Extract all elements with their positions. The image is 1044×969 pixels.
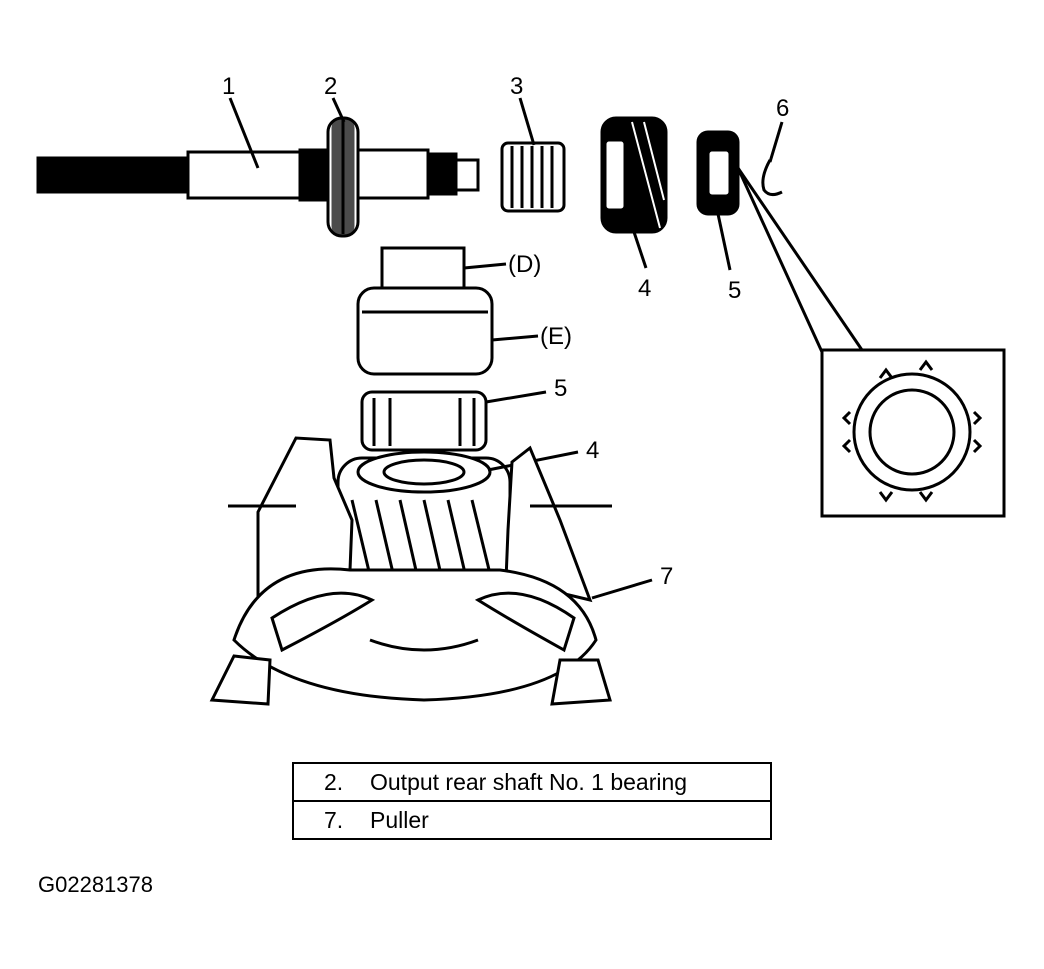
gear-on-puller (336, 450, 512, 590)
callout-5-top: 5 (728, 277, 741, 304)
callout-6: 6 (776, 95, 789, 122)
needle-roller-bearing (500, 141, 566, 213)
legend-table: 2. Output rear shaft No. 1 bearing 7. Pull… (292, 762, 772, 840)
callout-4-middle: 4 (586, 437, 599, 464)
puller (209, 436, 612, 706)
legend-row: 7. Puller (292, 800, 772, 840)
snap-ring (761, 159, 783, 197)
legend-text: Output rear shaft No. 1 bearing (370, 768, 688, 795)
legend-row: 2. Output rear shaft No. 1 bearing (292, 762, 772, 802)
callout-1: 1 (222, 73, 235, 100)
tool-e (356, 286, 494, 376)
callout-4-top: 4 (638, 275, 651, 302)
figure-id: G02281378 (38, 872, 153, 897)
callout-d: (D) (508, 251, 541, 278)
output-rear-shaft-no1-bearing (326, 116, 360, 238)
legend-number: 7. (324, 806, 344, 833)
hub-detail-inset (820, 348, 1006, 518)
gear-top (600, 116, 668, 234)
callout-2: 2 (324, 73, 337, 100)
callout-7: 7 (660, 563, 673, 590)
callout-5-middle: 5 (554, 375, 567, 402)
callout-3: 3 (510, 73, 523, 100)
legend-text: Puller (370, 806, 429, 833)
output-rear-shaft (36, 148, 480, 202)
synchronizer-hub-middle (360, 390, 488, 452)
synchronizer-hub-top (696, 130, 740, 216)
callout-e: (E) (540, 323, 572, 350)
legend-number: 2. (324, 768, 344, 795)
